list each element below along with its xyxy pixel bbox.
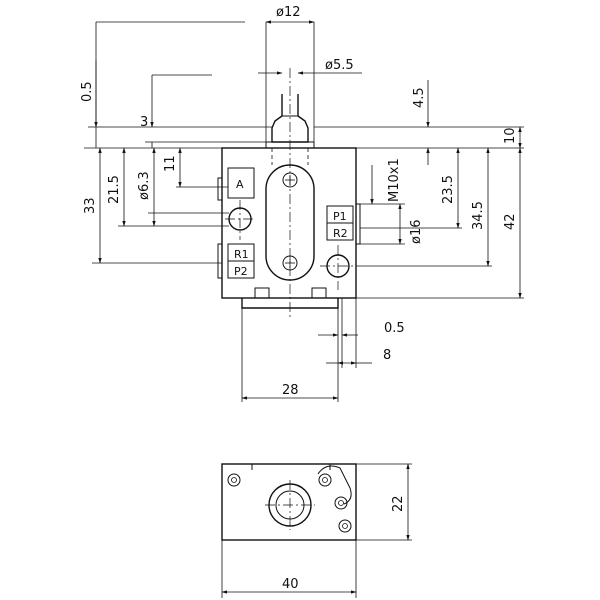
dim-v4-5: 4.5 [412,87,427,108]
port-label-p1: P1 [333,210,347,223]
dim-d5-5: ø5.5 [325,58,354,73]
dim-v10: 10 [503,127,518,144]
dim-h8: 8 [383,348,391,363]
dim-h0-5: 0.5 [384,321,405,336]
dim-h28: 28 [282,383,299,398]
bottom-view-outline [221,463,357,541]
dim-d16: ø16 [409,220,424,245]
port-label-a: A [236,178,244,191]
dim-v11: 11 [163,155,178,172]
dim-h40: 40 [282,577,299,592]
dim-d12: ø12 [276,5,301,20]
dim-v33: 33 [83,197,98,214]
dim-v22: 22 [391,495,406,512]
dim-v21-5: 21.5 [107,175,122,204]
port-label-r1: R1 [234,248,249,261]
dim-v23-5: 23.5 [441,175,456,204]
front-dimensions [84,20,524,402]
dim-m10: M10x1 [387,158,402,202]
port-label-p2: P2 [234,265,248,278]
dim-v3: 3 [140,115,148,130]
front-view [217,68,361,320]
port-labels: A P1 R2 R1 P2 [234,178,348,278]
bottom-view [221,463,357,541]
dimension-labels: ø12 ø5.5 0.5 3 4.5 10 33 21.5 ø6.3 11 M1… [80,5,518,592]
port-label-r2: R2 [333,227,348,240]
dim-v0-5: 0.5 [80,81,95,102]
dim-v34-5: 34.5 [471,201,486,230]
bottom-dimensions [221,463,412,598]
dim-v42: 42 [503,213,518,230]
dim-d6-3: ø6.3 [137,171,152,200]
